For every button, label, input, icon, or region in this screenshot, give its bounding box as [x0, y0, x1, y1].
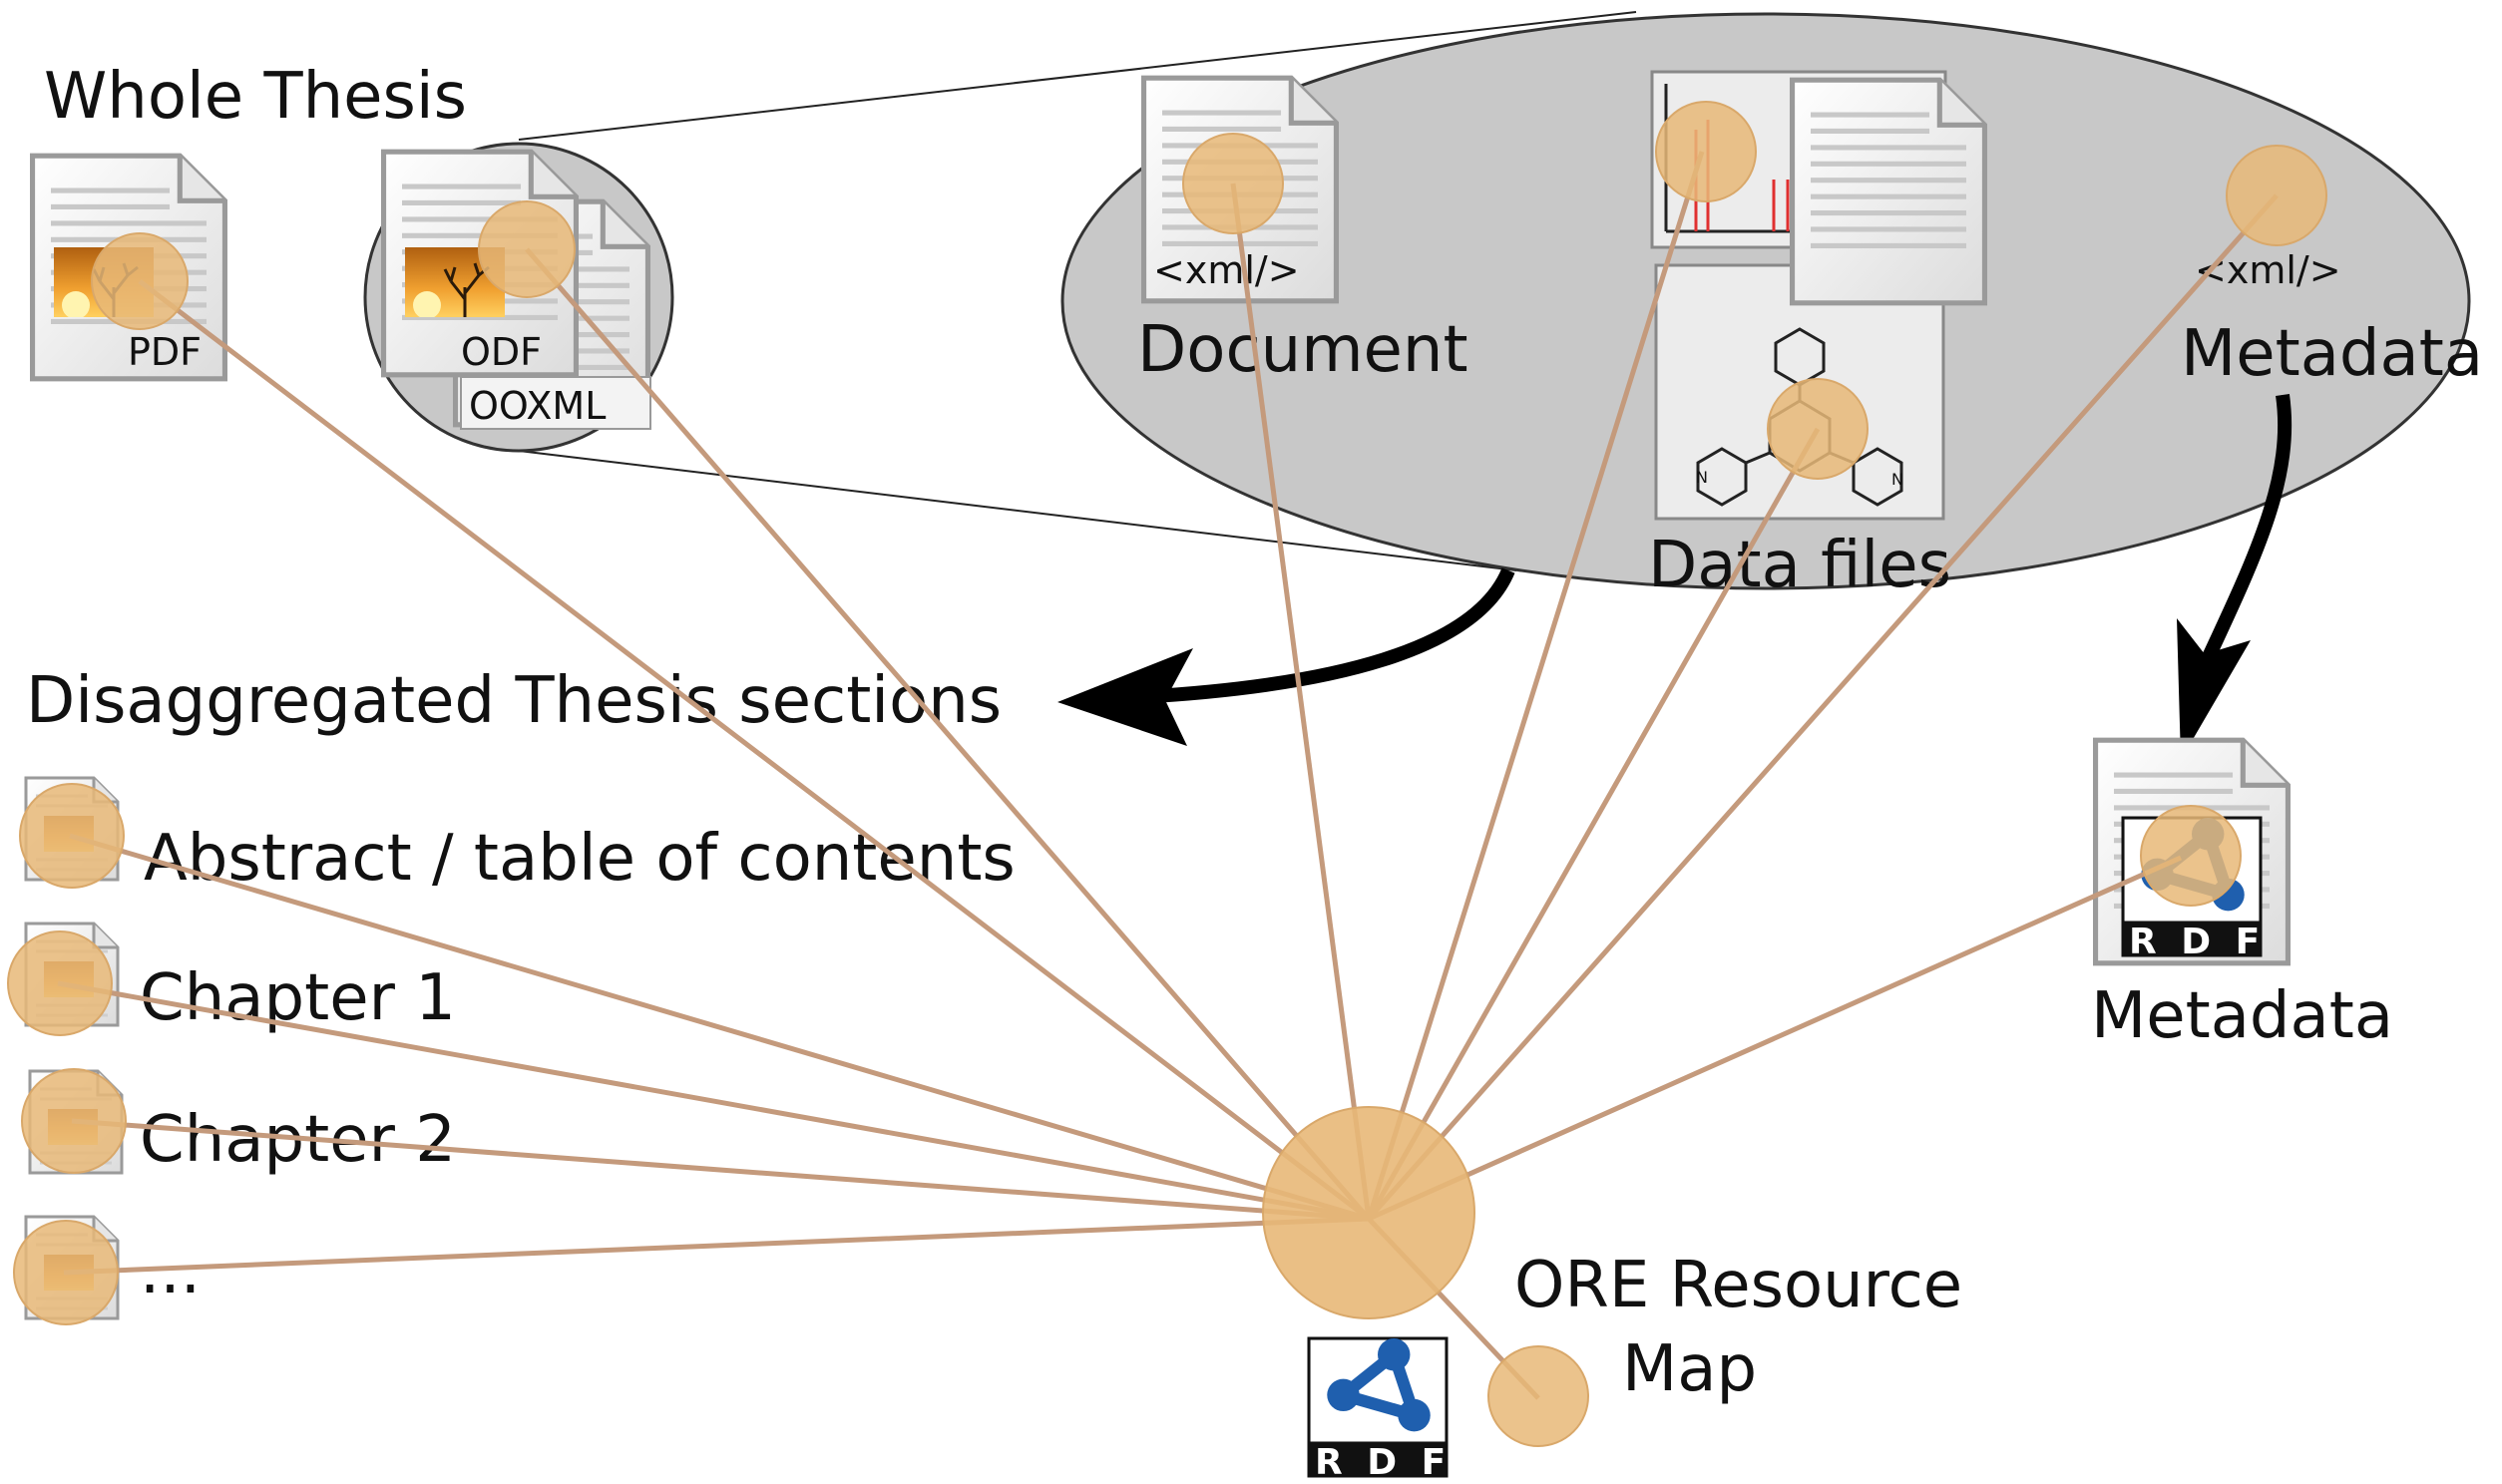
document-xml-icon[interactable]: <xml/>	[1144, 78, 1337, 301]
ooxml-file-icon[interactable]: OOXML	[456, 201, 651, 430]
metadata-xml-icon[interactable]: <xml/>	[1793, 80, 2341, 303]
section-more-label: ...	[140, 1235, 201, 1308]
metadata-arrow	[2192, 394, 2293, 681]
zoom-line-bottom	[518, 450, 1517, 571]
pdf-file-icon[interactable]: PDF	[33, 156, 225, 379]
section-more[interactable]: ...	[24, 1215, 201, 1320]
metadata-xml-tag: <xml/>	[2195, 248, 2341, 292]
rdf-map-logo-text: R D F	[1315, 1442, 1452, 1480]
node-resource-map-link	[1487, 1345, 1589, 1447]
section-abstract-label: Abstract / table of contents	[144, 822, 1016, 896]
resource-nodes	[7, 101, 2327, 1447]
node-pdf	[91, 232, 189, 330]
metadata-arrowhead	[2177, 618, 2251, 760]
svg-text:N: N	[1891, 470, 1903, 489]
resource-map-label-line1: ORE Resource	[1514, 1249, 1962, 1322]
node-molecule	[1767, 378, 1869, 480]
rdf-metadata-logo-text: R D F	[2129, 922, 2266, 962]
node-abstract	[19, 783, 125, 889]
sections-title: Disaggregated Thesis sections	[26, 664, 1002, 738]
node-chapter-2	[21, 1068, 127, 1174]
section-chapter-1[interactable]: Chapter 1	[24, 922, 456, 1035]
zoom-line-top	[518, 11, 1637, 141]
disaggregate-arrowhead	[1057, 648, 1193, 746]
aggregation-links	[57, 151, 2279, 1400]
node-document	[1182, 133, 1284, 234]
node-more	[13, 1220, 119, 1325]
section-abstract[interactable]: Abstract / table of contents	[24, 776, 1016, 896]
rdf-metadata-label: Metadata	[2091, 979, 2393, 1053]
document-label: Document	[1137, 313, 1468, 387]
resource-map-hub[interactable]	[1262, 1106, 1475, 1319]
odf-file-icon[interactable]: ODF	[384, 152, 577, 375]
disaggregate-arrow	[1116, 567, 1515, 705]
whole-thesis-title: Whole Thesis	[44, 60, 467, 134]
pdf-label: PDF	[128, 330, 202, 374]
section-chapter-1-label: Chapter 1	[140, 961, 456, 1035]
node-spectrum	[1655, 101, 1757, 202]
document-xml-tag: <xml/>	[1153, 248, 1300, 292]
node-odf	[478, 200, 576, 298]
svg-text:N: N	[1696, 468, 1708, 487]
package-metadata-label: Metadata	[2181, 317, 2483, 391]
resource-map-label-line2: Map	[1622, 1332, 1757, 1406]
node-metadata-xml	[2226, 145, 2327, 246]
odf-label: ODF	[461, 330, 542, 374]
data-files-label: Data files	[1648, 529, 1951, 602]
ooxml-label: OOXML	[469, 384, 606, 428]
node-rdf-metadata	[2140, 805, 2242, 907]
node-chapter-1	[7, 930, 113, 1036]
